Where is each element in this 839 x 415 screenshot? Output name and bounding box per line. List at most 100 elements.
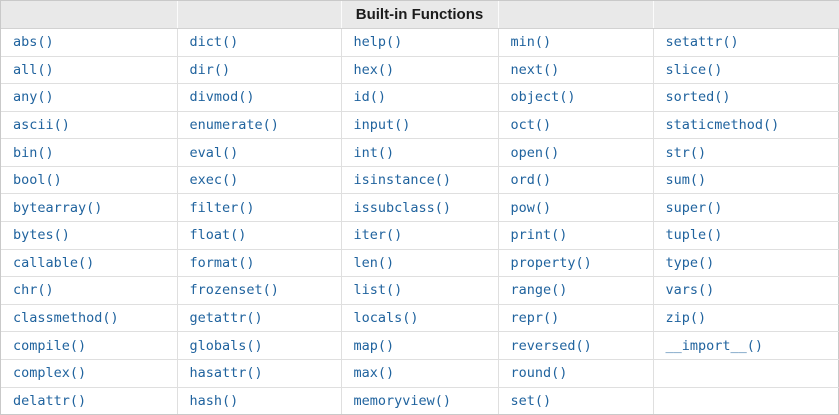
function-link[interactable]: zip() [665,310,707,327]
function-link[interactable]: filter() [189,199,255,216]
table-row: ascii() enumerate() input() oct() staticmeth… [1,110,839,140]
function-link[interactable]: frozenset() [189,282,279,299]
function-link[interactable]: bool() [13,172,62,189]
function-link[interactable]: input() [353,117,411,134]
function-cell: int() [340,138,499,167]
function-cell: all() [1,55,178,85]
function-cell: exec() [176,165,342,195]
header-cell-empty-5 [652,1,839,29]
function-link[interactable]: print() [510,227,568,244]
function-cell: set() [497,386,654,414]
function-cell: max() [340,358,499,388]
function-link[interactable]: complex() [13,365,87,382]
function-link[interactable]: locals() [353,310,419,327]
function-link[interactable]: delattr() [13,392,87,409]
function-cell: compile() [1,331,178,360]
function-link[interactable]: enumerate() [189,117,279,134]
function-cell: super() [652,193,839,223]
function-link[interactable]: setattr() [665,34,739,51]
function-link[interactable]: chr() [13,282,54,299]
function-link[interactable]: property() [510,254,592,271]
function-link[interactable]: len() [353,254,395,271]
function-link[interactable]: dir() [189,61,231,78]
function-cell: object() [497,83,654,112]
function-link[interactable]: open() [510,144,560,161]
function-cell: min() [497,28,654,57]
function-link[interactable]: sum() [665,172,707,189]
function-link[interactable]: str() [665,144,707,161]
function-link[interactable]: super() [665,199,723,216]
function-link[interactable]: divmod() [189,89,255,106]
function-link[interactable]: float() [189,227,247,244]
header-cell-empty-4 [497,1,654,29]
function-link[interactable]: hasattr() [189,365,263,382]
function-link[interactable]: min() [510,34,552,51]
function-link[interactable]: repr() [510,310,560,327]
function-cell: zip() [652,303,839,333]
function-cell: bytes() [1,221,178,250]
table-row: bin() eval() int() open() str() [1,138,839,167]
function-link[interactable]: exec() [189,172,239,189]
function-link[interactable]: iter() [353,227,403,244]
function-link[interactable]: id() [353,89,387,106]
function-link[interactable]: bytearray() [13,199,103,216]
function-link[interactable]: ord() [510,172,552,189]
table-row: callable() format() len() property() type() [1,248,839,278]
function-link[interactable]: abs() [13,34,54,51]
function-link[interactable]: range() [510,282,568,299]
function-link[interactable]: bin() [13,144,54,161]
function-link[interactable]: all() [13,61,54,78]
function-link[interactable]: type() [665,254,715,271]
function-cell: hex() [340,55,499,85]
function-link[interactable]: getattr() [189,310,263,327]
function-link[interactable]: staticmethod() [665,117,780,134]
function-link[interactable]: object() [510,89,576,106]
function-link[interactable]: memoryview() [353,392,452,409]
function-cell: tuple() [652,221,839,250]
function-cell: str() [652,138,839,167]
function-link[interactable]: reversed() [510,337,592,354]
function-link[interactable]: classmethod() [13,310,119,327]
function-link[interactable]: set() [510,392,552,409]
function-link[interactable]: sorted() [665,89,731,106]
function-cell: memoryview() [340,386,499,414]
function-link[interactable]: ascii() [13,117,70,134]
function-link[interactable]: next() [510,61,560,78]
function-link[interactable]: format() [189,254,255,271]
function-link[interactable]: bytes() [13,227,70,244]
function-link[interactable]: globals() [189,337,263,354]
function-link[interactable]: any() [13,89,54,106]
function-cell: staticmethod() [652,110,839,140]
function-link[interactable]: callable() [13,254,95,271]
function-link[interactable]: compile() [13,337,87,354]
function-link[interactable]: hash() [189,392,239,409]
function-link[interactable]: oct() [510,117,552,134]
table-row: chr() frozenset() list() range() vars() [1,276,839,305]
function-cell: frozenset() [176,276,342,305]
function-link[interactable]: dict() [189,34,239,51]
function-cell: complex() [1,358,178,388]
function-cell: dict() [176,28,342,57]
table-header-row: Built-in Functions [1,1,839,29]
function-link[interactable]: isinstance() [353,172,452,189]
table-row: compile() globals() map() reversed() __impor… [1,331,839,360]
function-link[interactable]: tuple() [665,227,723,244]
function-link[interactable]: eval() [189,144,239,161]
function-link[interactable]: slice() [665,61,723,78]
function-link[interactable]: issubclass() [353,199,452,216]
function-cell: hash() [176,386,342,414]
function-link[interactable]: list() [353,282,403,299]
function-link[interactable]: pow() [510,199,552,216]
table-row: delattr() hash() memoryview() set() [1,386,839,414]
function-link[interactable]: int() [353,144,395,161]
function-link[interactable]: max() [353,365,395,382]
function-link[interactable]: __import__() [665,337,764,354]
function-cell: globals() [176,331,342,360]
function-link[interactable]: help() [353,34,403,51]
function-cell: getattr() [176,303,342,333]
function-cell: iter() [340,221,499,250]
function-link[interactable]: round() [510,365,568,382]
function-link[interactable]: map() [353,337,395,354]
function-link[interactable]: hex() [353,61,395,78]
function-link[interactable]: vars() [665,282,715,299]
